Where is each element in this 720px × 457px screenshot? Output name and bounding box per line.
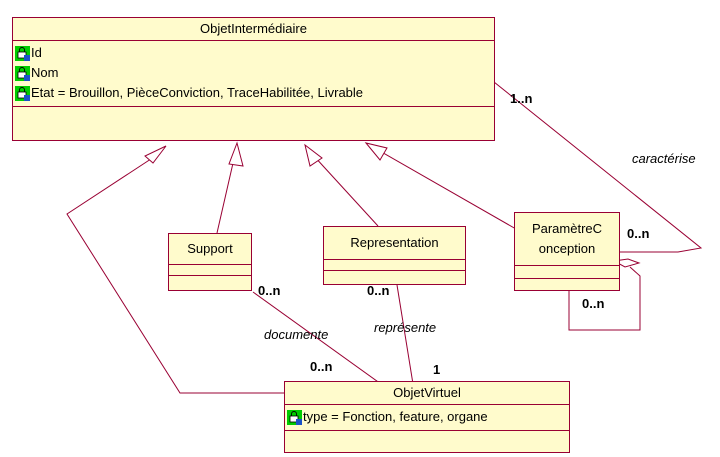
compartment-divider: [324, 259, 465, 260]
compartment-divider: [285, 404, 569, 405]
class-name: ObjetIntermédiaire: [200, 21, 307, 36]
generalization-objetvirtuel-line: [66, 154, 284, 394]
self-aggregation-line: [568, 266, 641, 331]
generalization-arrowhead: [364, 142, 388, 161]
generalization-arrowhead: [304, 143, 323, 167]
multiplicity-self-aggregation: 0..n: [582, 296, 605, 311]
lock-attribute-icon: [15, 65, 30, 81]
class-representation[interactable]: Representation: [323, 226, 466, 285]
compartment-divider: [285, 430, 569, 431]
association-label-represente: représente: [374, 320, 437, 335]
multiplicity-represente-virtuel: 1: [433, 362, 441, 377]
lock-attribute-icon: [15, 45, 30, 61]
generalization-arrowhead: [228, 141, 244, 167]
compartment-divider: [169, 275, 251, 276]
compartment-divider: [13, 106, 494, 107]
attribute-id: Id: [13, 43, 494, 63]
compartment-divider: [169, 264, 251, 265]
generalization-arrowhead: [144, 145, 167, 164]
lock-attribute-icon: [287, 409, 302, 425]
class-name-line-2: onception: [538, 241, 596, 256]
association-documente-line: [252, 291, 382, 385]
class-name: Support: [187, 241, 233, 256]
attribute-etat: Etat = Brouillon, PièceConviction, Trace…: [13, 83, 494, 103]
association-label-documente: documente: [264, 327, 329, 342]
class-objet-intermediaire[interactable]: ObjetIntermédiaire Id Nom: [12, 17, 495, 141]
attribute-nom: Nom: [13, 63, 494, 83]
class-parametre-conception[interactable]: ParamètreC onception: [514, 212, 620, 291]
association-caracterise-line: [493, 81, 703, 253]
compartment-divider: [515, 278, 619, 279]
aggregation-diamond: [612, 258, 641, 268]
attribute-label: Id: [31, 45, 42, 60]
multiplicity-caracterise-target: 0..n: [627, 226, 650, 241]
association-represente-line: [396, 284, 414, 385]
attribute-label: type = Fonction, feature, organe: [303, 409, 488, 424]
attribute-type: type = Fonction, feature, organe: [285, 407, 569, 427]
attribute-label: Etat = Brouillon, PièceConviction, Trace…: [31, 85, 364, 100]
class-name: Representation: [350, 235, 439, 250]
association-label-caracterise: caractérise: [632, 151, 696, 166]
generalization-parametre-line: [377, 149, 517, 230]
multiplicity-caracterise-source: 1..n: [510, 91, 533, 106]
compartment-divider: [324, 270, 465, 271]
generalization-representation-line: [312, 154, 379, 227]
class-objet-virtuel[interactable]: ObjetVirtuel type = Fonction, feature, o…: [284, 381, 570, 453]
compartment-divider: [515, 265, 619, 266]
multiplicity-documente-support: 0..n: [258, 283, 281, 298]
attribute-label: Nom: [31, 65, 59, 80]
compartment-divider: [13, 40, 494, 41]
multiplicity-documente-virtuel: 0..n: [310, 359, 333, 374]
class-name-line-1: ParamètreC: [531, 221, 603, 236]
multiplicity-represente-representation: 0..n: [367, 283, 390, 298]
class-name: ObjetVirtuel: [393, 385, 461, 400]
lock-attribute-icon: [15, 85, 30, 101]
class-support[interactable]: Support: [168, 233, 252, 291]
